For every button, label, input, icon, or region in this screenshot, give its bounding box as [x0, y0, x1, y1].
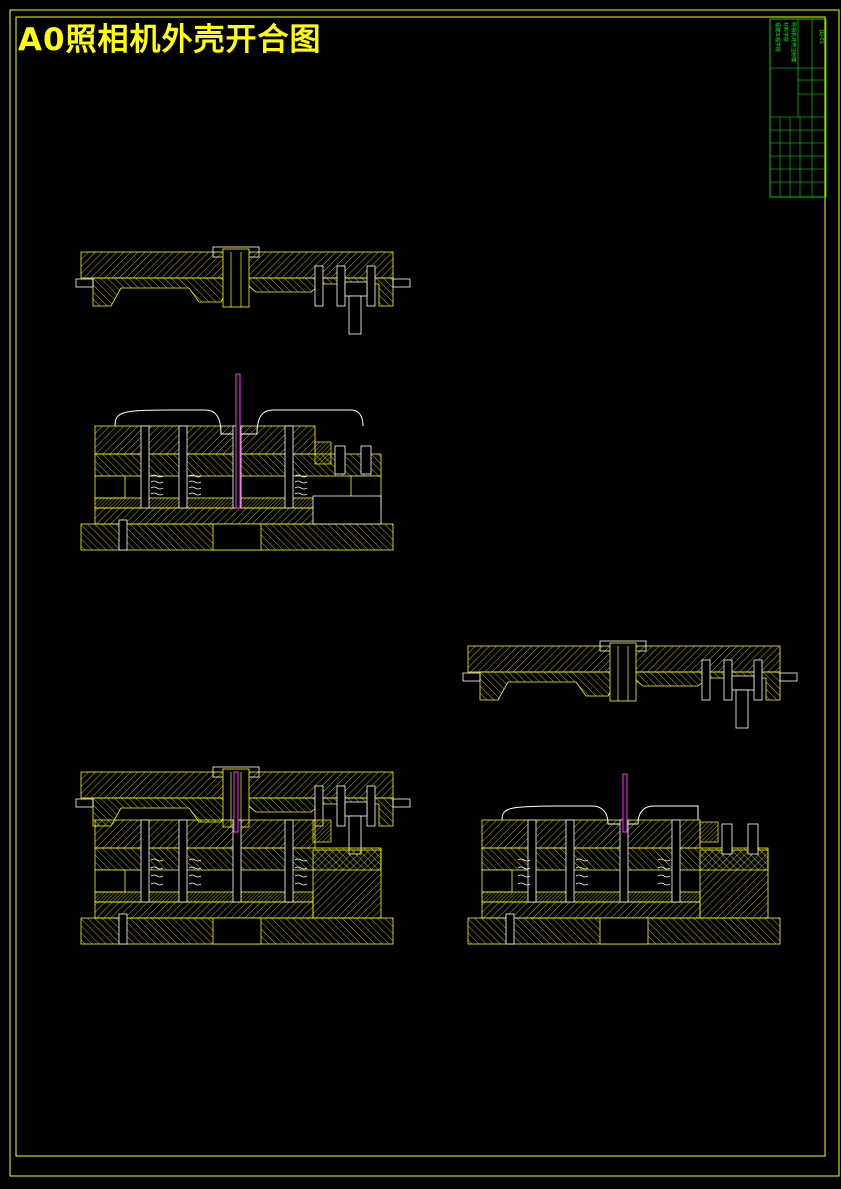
view-fixed-half-open	[75, 246, 411, 335]
view-moving-half-eject	[80, 373, 394, 551]
title-block-drawing-no: JLJ-01	[818, 29, 824, 44]
title-block-school: 福建工程学院	[774, 22, 781, 52]
title-block-dept: 材料学院	[782, 22, 789, 42]
drawing-title: A0照相机外壳开合图	[18, 22, 322, 58]
title-block: 福建工程学院 材料学院 照相机外壳注射模 JLJ-01	[769, 18, 827, 198]
title-block-project: 照相机外壳注射模	[790, 22, 797, 62]
view-moving-half-right	[467, 773, 781, 945]
view-mold-closed	[75, 766, 411, 945]
view-fixed-half-right	[462, 640, 798, 729]
outer-frame	[9, 9, 840, 1177]
inner-frame	[15, 16, 826, 1157]
